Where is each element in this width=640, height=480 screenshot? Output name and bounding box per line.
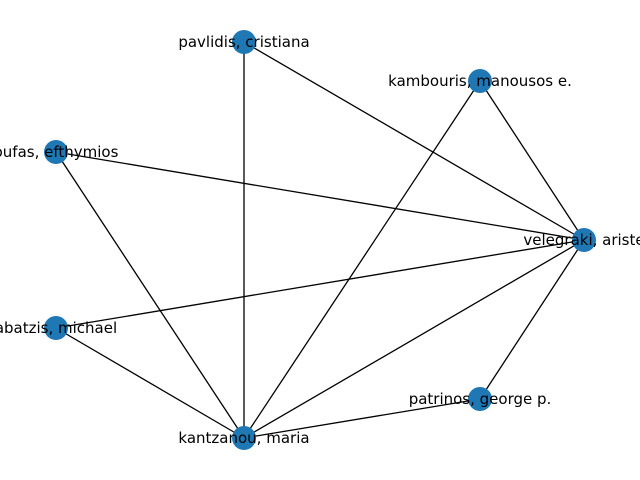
node-patrinos (468, 387, 492, 411)
node-tsabatzis (44, 316, 68, 340)
labels-layer: pavlidis, cristiana kambouris, manousos e… (0, 33, 640, 447)
edges-layer (55, 41, 585, 439)
edge-kambouris-velegraki (479, 80, 585, 241)
node-label-velegraki: velegraki, ariste (523, 231, 640, 249)
node-label-pavlidis: pavlidis, cristiana (178, 33, 309, 51)
edge-velegraki-patrinos (479, 239, 585, 400)
edge-pavlidis-velegraki (243, 41, 585, 241)
edge-tsabatzis-kantzanou (55, 327, 245, 439)
node-label-kambouris: kambouris, manousos e. (388, 72, 572, 90)
node-kambouris (468, 69, 492, 93)
node-label-stoufas: oufas, efthymios (0, 143, 119, 161)
node-kantzanou (232, 426, 256, 450)
edge-kambouris-kantzanou (243, 80, 481, 439)
node-velegraki (572, 228, 596, 252)
node-label-kantzanou: kantzanou, maria (178, 429, 309, 447)
edge-velegraki-kantzanou (243, 239, 585, 439)
node-label-tsabatzis: abatzis, michael (0, 319, 117, 337)
node-pavlidis (232, 30, 256, 54)
nodes-layer (44, 30, 596, 450)
edge-patrinos-kantzanou (243, 398, 481, 439)
edge-stoufas-kantzanou (55, 151, 245, 439)
edge-stoufas-velegraki (55, 151, 585, 241)
node-stoufas (44, 140, 68, 164)
node-label-patrinos: patrinos, george p. (409, 390, 552, 408)
edge-tsabatzis-velegraki (55, 239, 585, 329)
